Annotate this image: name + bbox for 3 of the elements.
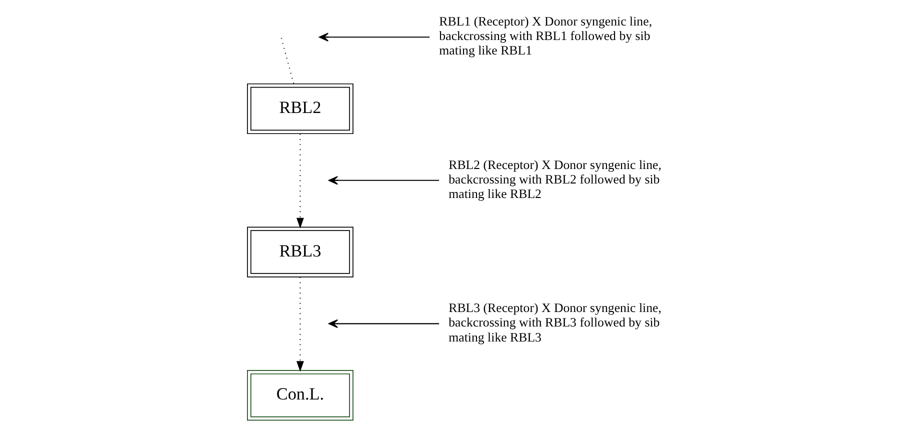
node-text: RBL2 (Receptor) X Donor syngenic line, backcrossing with RBL2 followed by sib mating like RBL2 — [448, 158, 662, 201]
node-text: RBL3 (Receptor) X Donor syngenic line, backcrossing with RBL3 followed by sib mating like RBL3 — [448, 301, 662, 344]
node-text: RBL1 (Receptor) X Donor syngenic line, backcrossing with RBL1 followed by sib mating like RBL1 — [439, 14, 652, 58]
